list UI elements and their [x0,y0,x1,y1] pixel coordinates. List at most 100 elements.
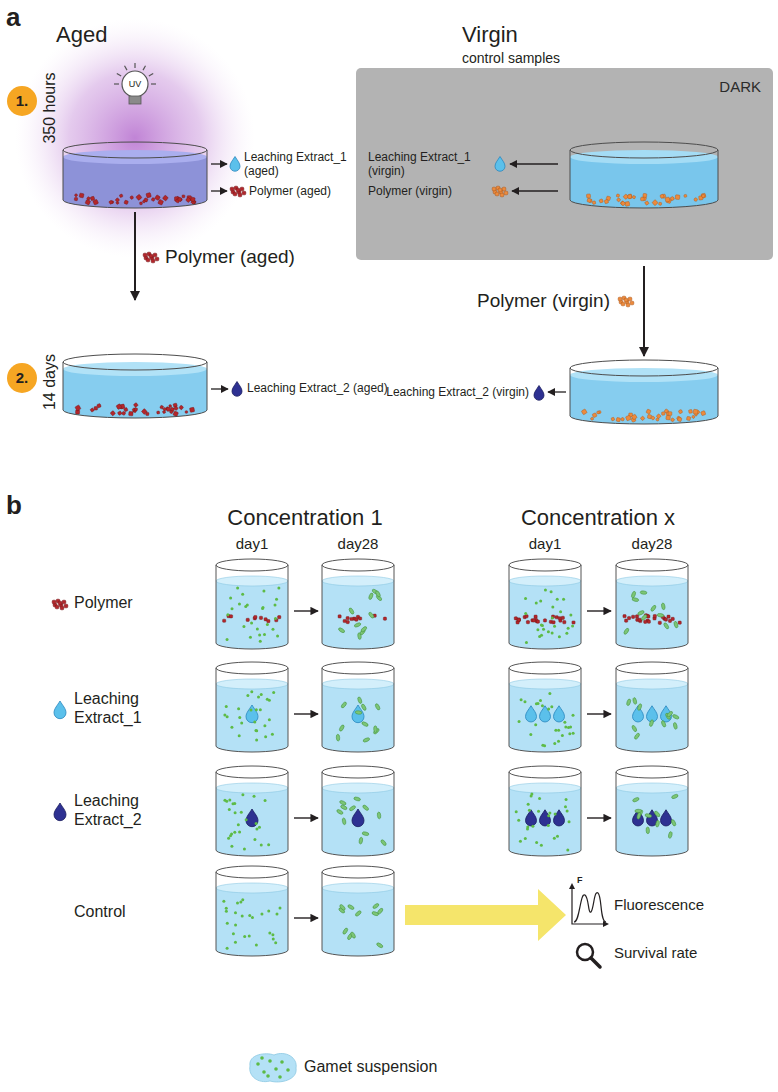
polymer-particle [670,418,674,422]
gamete-cell [355,910,362,917]
gamete-dot [520,698,523,701]
gamete-dot [259,640,262,643]
gamete-cell [376,942,384,948]
arrow-line [211,190,227,191]
polymer-particle [267,620,270,623]
gamete-dot [525,641,528,644]
gamete-cell [657,613,664,617]
polymer-particle [627,616,630,619]
row-label: Control [74,903,126,922]
polymer-particle [162,195,168,201]
beaker-rim [509,766,581,778]
gamete-dot [537,810,540,813]
polymer-particle [75,405,81,411]
lamp-base [129,96,141,104]
droplet-icon [246,705,258,723]
gamete-dot [248,935,251,938]
gamete-dot [233,831,236,834]
polymer-particle [589,199,592,202]
spectrum-axis-tip [569,883,575,889]
arrow-line [512,190,558,191]
polymer-particle [119,194,123,198]
fluorescence-icon [569,883,609,927]
spectrum-curve [574,893,606,922]
panel-letter: b [6,490,22,521]
gamete-dot [554,729,557,732]
gamete-dot [553,742,556,745]
gamete-dot [259,708,262,711]
beaker-outline [216,565,288,649]
gamete-dot [240,722,243,725]
polymer-particle [240,187,244,191]
gamete-dot [262,589,265,592]
panel-title: DARK [719,78,761,95]
polymer-particle [259,616,262,619]
step-number: 1. [16,92,29,109]
polymer-particle [85,199,91,205]
magnifier-icon [577,944,600,967]
beaker-rim [322,662,394,674]
gamete-dot [244,605,247,608]
gamete-cell [350,931,356,939]
beaker-outline [216,668,288,752]
polymer-particle [121,411,125,415]
droplet-icon [540,706,551,722]
polymer-label: Polymer (virgin) [477,290,610,312]
gamete-dot [535,841,538,844]
droplet-icon [661,810,672,826]
polymer-label: Polymer (aged) [165,246,295,268]
gamete-dot [550,705,553,708]
gamete-cell [640,591,647,595]
day-label: day28 [632,535,673,553]
spectrum-axes [572,886,606,924]
polymer-particle [692,415,696,419]
polymer-particle [94,407,97,410]
polymer-particle [586,194,590,198]
polymer-particle [653,614,656,617]
polymer-particle [254,615,257,618]
gamete-cell [637,703,642,711]
liquid-surface [63,362,207,376]
polymer-particle [616,417,620,421]
polymer-particle [158,199,164,205]
gamete-dot [528,809,531,812]
polymer-particle [343,619,346,622]
gamete-dot [557,740,560,743]
extract-label: Leaching Extract_2 (virgin) [386,385,529,399]
polymer-particle [664,618,667,621]
polymer-particle [117,411,122,416]
day-label: day1 [236,535,269,553]
concentration-heading: Concentration x [521,505,675,531]
droplet-icon [230,157,240,172]
gamete-dot [542,628,545,631]
gamete-dot [234,941,237,944]
dish-outline [63,150,207,208]
polymer-particle [641,197,645,201]
polymer-particle [625,201,630,206]
liquid-surface [216,883,288,893]
polymer-particle [625,619,628,622]
gamete-cell [650,605,657,613]
gamete-dot [229,834,232,837]
dish-bottom [570,192,718,208]
beaker-icon [616,559,688,649]
gamete-dot [515,810,518,813]
gamete-dot [245,818,248,821]
gamete-dot [241,898,244,901]
polymer-particle [246,618,249,621]
polymer-particle [134,407,138,411]
liquid-surface [63,150,207,164]
polymer-particle [170,410,174,414]
gamete-dot [250,708,253,711]
polymer-particle [688,409,692,413]
polymer-particle [631,414,637,420]
gamete-dot [566,810,569,813]
gamete-dot [531,825,534,828]
output-label: Survival rate [614,944,697,962]
droplet-icon [526,810,537,826]
gamete-dot [232,932,235,935]
gamete-dot [264,799,267,802]
gamete-cell [353,796,360,801]
gamete-dot [551,616,554,619]
panel-letter: a [6,2,20,33]
